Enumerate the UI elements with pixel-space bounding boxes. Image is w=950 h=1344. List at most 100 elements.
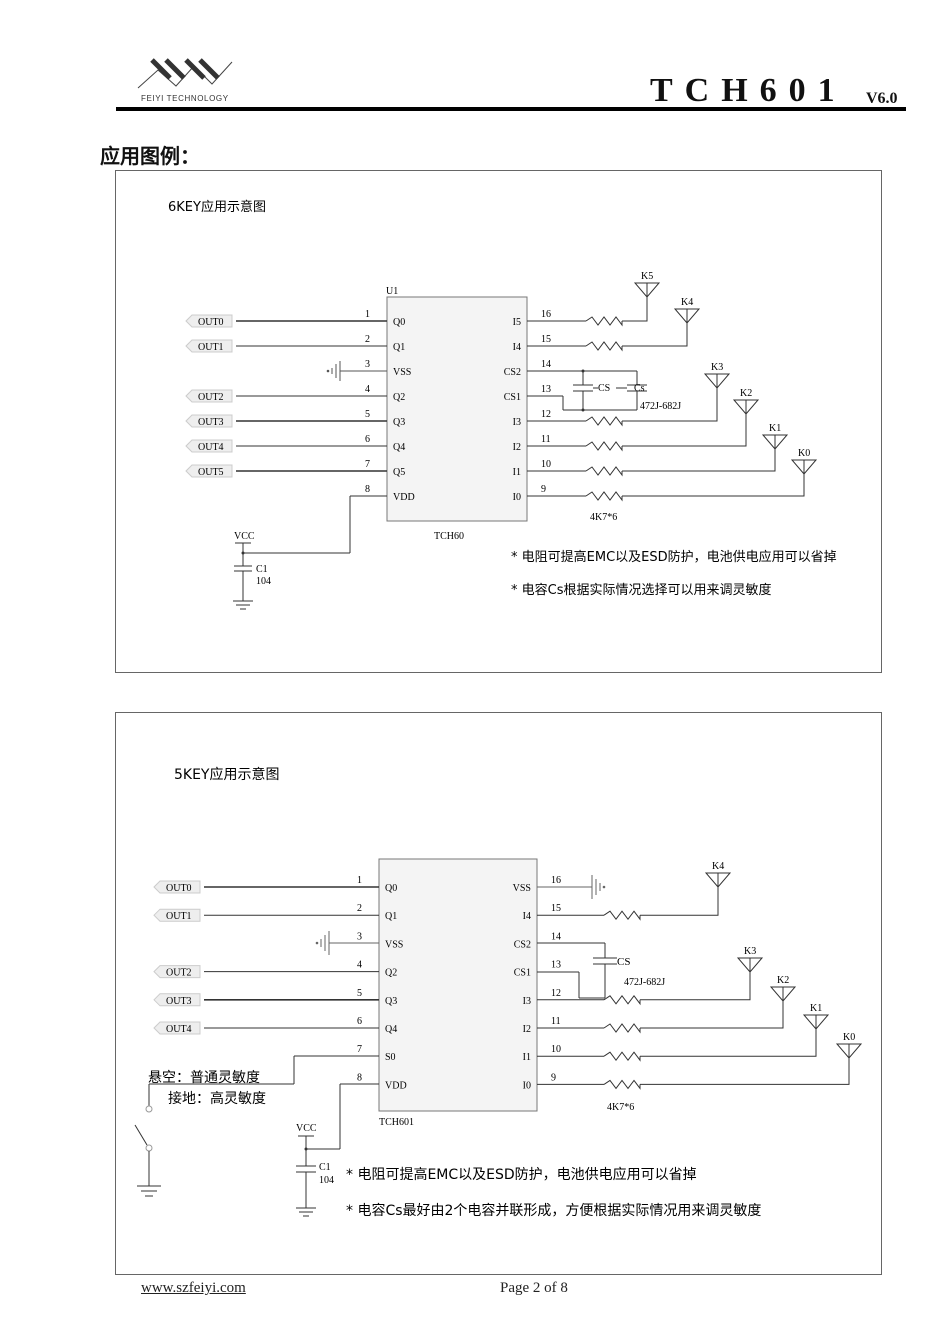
- resistor-icon: [585, 416, 623, 427]
- pin-name: VSS: [513, 883, 531, 894]
- pin-7: 7S0: [357, 1044, 396, 1063]
- website-link[interactable]: www.szfeiyi.com: [141, 1280, 246, 1296]
- diagram-title: 6KEY应用示意图: [168, 199, 266, 215]
- pin-name: I4: [513, 342, 521, 353]
- port-label: OUT0: [198, 317, 224, 328]
- chip-ref: U1: [386, 286, 398, 297]
- pin-name: Q1: [385, 911, 397, 922]
- key-label: K1: [810, 1003, 822, 1014]
- touch-key-icon: [732, 399, 760, 415]
- pin-name: CS1: [504, 392, 521, 403]
- pin-name: CS2: [504, 367, 521, 378]
- pin-name: I1: [523, 1052, 531, 1063]
- logo-text: FEIYI TECHNOLOGY: [141, 94, 229, 103]
- pin-number: 7: [357, 1044, 362, 1055]
- key-label: K3: [744, 946, 756, 957]
- chip-name: TCH601: [379, 1117, 414, 1128]
- pin-name: VSS: [385, 939, 403, 950]
- resistor-label: 4K7*6: [607, 1102, 634, 1113]
- pin-number: 11: [551, 1016, 561, 1027]
- pin-name: Q0: [385, 883, 397, 894]
- resistor-icon: [585, 466, 623, 477]
- pin-name: Q2: [393, 392, 405, 403]
- pin-number: 9: [541, 484, 546, 495]
- pin-name: Q5: [393, 467, 405, 478]
- pin-name: Q2: [385, 968, 397, 979]
- resistor-icon: [603, 1079, 641, 1090]
- pin-name: I0: [513, 492, 521, 503]
- output-port-icon: [153, 1021, 201, 1035]
- pin-number: 14: [541, 359, 551, 370]
- pin-number: 11: [541, 434, 551, 445]
- document-version: V6.0: [866, 90, 898, 107]
- cap-label-cs2: Cs: [634, 383, 645, 394]
- cap-label-cs: CS: [598, 383, 610, 394]
- pin-number: 1: [357, 875, 362, 886]
- pin-number: 5: [357, 988, 362, 999]
- page-number: Page 2 of 8: [500, 1280, 568, 1296]
- pin-name: I2: [523, 1024, 531, 1035]
- resistor-icon: [585, 491, 623, 502]
- ground-icon: [326, 361, 387, 381]
- output-port-icon: [185, 439, 233, 453]
- output-port-icon: [185, 414, 233, 428]
- output-port-icon: [153, 908, 201, 922]
- pin-number: 13: [541, 384, 551, 395]
- port-label: OUT0: [166, 883, 192, 894]
- pin-name: Q1: [393, 342, 405, 353]
- touch-key-icon: [802, 1014, 830, 1030]
- schematic-5key: 5KEY应用示意图 TCH601 1Q0OUT02Q1OUT13VSS4Q2OU…: [134, 766, 863, 1219]
- pin-number: 4: [357, 960, 362, 971]
- note-1: * 电阻可提高EMC以及ESD防护，电池供电应用可以省掉: [511, 549, 837, 565]
- pin-name: Q3: [393, 417, 405, 428]
- key-label: K2: [777, 975, 789, 986]
- touch-key-icon: [761, 434, 789, 450]
- pin-name: CS1: [514, 968, 531, 979]
- port-label: OUT5: [198, 467, 224, 478]
- output-port-icon: [153, 993, 201, 1007]
- pin-number: 3: [357, 931, 362, 942]
- port-label: OUT3: [198, 417, 224, 428]
- pin-name: Q0: [393, 317, 405, 328]
- pin-name: S0: [385, 1052, 396, 1063]
- pin-number: 12: [541, 409, 551, 420]
- chip-body: [378, 858, 538, 1112]
- pin-number: 9: [551, 1072, 556, 1083]
- pin-number: 16: [551, 875, 561, 886]
- port-label: OUT4: [166, 1024, 192, 1035]
- pin-name: Q3: [385, 996, 397, 1007]
- pin-name: VDD: [393, 492, 415, 503]
- pin-number: 5: [365, 409, 370, 420]
- port-label: OUT1: [198, 342, 224, 353]
- diagram-title: 5KEY应用示意图: [174, 766, 280, 783]
- pin-number: 10: [551, 1044, 561, 1055]
- output-port-icon: [153, 965, 201, 979]
- touch-key-icon: [769, 986, 797, 1002]
- chip-body: [386, 296, 528, 522]
- feiyi-logo: [137, 58, 233, 89]
- pin-number: 1: [365, 309, 370, 320]
- output-port-icon: [185, 389, 233, 403]
- chip-name: TCH60: [434, 531, 464, 542]
- c1-label: C1: [256, 564, 268, 575]
- note-2: * 电容Cs最好由2个电容并联形成，方便根据实际情况用来调灵敏度: [346, 1202, 761, 1219]
- c1-value: 104: [256, 576, 271, 587]
- cap-label-cs: CS: [617, 956, 630, 968]
- pin-1: 1Q0 OUT0: [153, 875, 397, 894]
- key-label: K2: [740, 388, 752, 399]
- key-label: K1: [769, 423, 781, 434]
- resistor-icon: [603, 1051, 641, 1062]
